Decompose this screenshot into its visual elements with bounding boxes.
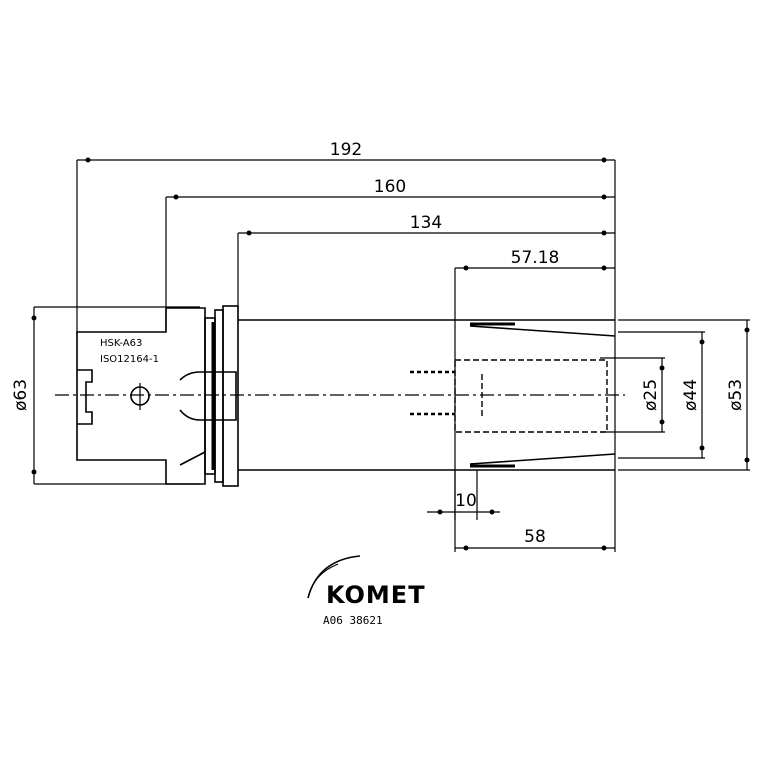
part-code: A06 38621: [323, 614, 383, 627]
dimension-d44: ø44: [618, 331, 705, 459]
dimension-192: 192: [76, 140, 616, 552]
dimension-10-label: 10: [455, 491, 477, 511]
hsk-shank: [76, 307, 237, 485]
dimension-d53-label: ø53: [726, 379, 746, 411]
dimension-57-18-label: 57.18: [511, 248, 560, 268]
dimension-10: 10: [427, 470, 500, 520]
dimension-192-label: 192: [330, 140, 362, 160]
dimension-134: 134: [237, 213, 615, 308]
dimension-58: 58: [455, 527, 615, 551]
komet-logo-text: KOMET: [326, 581, 426, 609]
dimension-d44-label: ø44: [681, 379, 701, 411]
dimension-d25-label: ø25: [641, 379, 661, 411]
dimension-134-label: 134: [410, 213, 442, 233]
interface-label-2: ISO12164-1: [100, 354, 159, 365]
extension-body: [238, 319, 616, 471]
dimension-d53: ø53: [618, 319, 750, 471]
dimension-d63-label: ø63: [11, 379, 31, 411]
dimension-160-label: 160: [374, 177, 406, 197]
dimension-160: 160: [165, 177, 615, 330]
dimension-58-label: 58: [524, 527, 546, 547]
dimension-57-18: 57.18: [454, 248, 615, 552]
komet-logo: KOMET: [307, 555, 426, 609]
interface-label-1: HSK-A63: [100, 338, 142, 349]
dimension-d25: ø25: [600, 357, 665, 433]
flange-collar: [204, 305, 239, 487]
